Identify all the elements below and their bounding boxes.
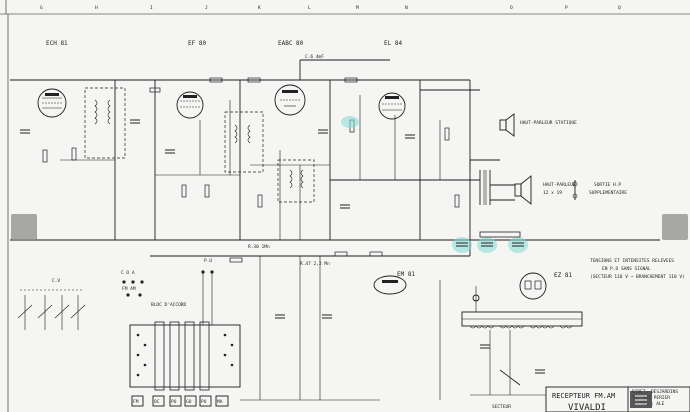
resistor-r30-label: R.30 1Mn — [248, 244, 270, 250]
tube-ez81 — [519, 272, 547, 300]
speaker-statique — [499, 113, 515, 137]
grid-letter: K — [258, 5, 261, 11]
cv-label: C.V — [52, 278, 60, 284]
grid-letter: M — [356, 5, 359, 11]
next-image-button[interactable] — [662, 214, 688, 240]
sortie-supp-label: SUPPLEMENTAIRE — [589, 190, 627, 196]
svg-text:GO: GO — [186, 399, 192, 405]
tube-em81 — [373, 275, 407, 295]
note-line-3: (SECTEUR 110 V ~ BRANCHEMENT 110 V) — [590, 274, 685, 280]
band-button-ma[interactable]: MA — [215, 395, 229, 407]
band-button-oc[interactable]: OC — [152, 395, 165, 407]
tube-ech81 — [37, 88, 67, 118]
tube-ef80 — [176, 91, 204, 119]
tube-el84 — [378, 92, 406, 120]
band-button-pu[interactable]: PU — [199, 395, 212, 407]
svg-text:PO: PO — [171, 399, 177, 405]
grid-letter: L — [308, 5, 311, 11]
grid-letter: P — [565, 5, 568, 11]
svg-text:FM: FM — [133, 399, 139, 405]
prev-image-button[interactable] — [11, 214, 37, 240]
tube-label-el84: EL 84 — [384, 40, 402, 47]
tube-eabc80 — [274, 84, 306, 116]
tube-label-em81: EM 81 — [397, 271, 415, 278]
maker-name: RIBET, DESJARDINS — [632, 389, 678, 395]
svg-text:OC: OC — [154, 399, 160, 405]
tube-label-ef80: EF 80 — [188, 40, 206, 47]
band-button-go[interactable]: GO — [184, 395, 197, 407]
grid-letter: N — [405, 5, 408, 11]
grid-letter: Q — [618, 5, 621, 11]
fmam-label: FM AM — [122, 286, 136, 292]
grid-letter: I — [150, 5, 153, 11]
bands-label: C O A — [121, 270, 135, 276]
grid-letter: O — [510, 5, 513, 11]
speaker-size-label: 12 x 19 — [543, 190, 562, 196]
speaker-statique-label: HAUT-PARLEUR STATIQUE — [520, 120, 577, 126]
grid-letter: G — [40, 5, 43, 11]
band-button-fm[interactable]: FM — [131, 395, 144, 407]
resistor-r47-label: R.47 2,2 Mn — [300, 261, 330, 267]
bloc-label: BLOC D'ACCORD — [151, 302, 187, 308]
capacitor-c6-label: C.6 4mF — [305, 54, 324, 60]
note-line-1: TENSIONS ET INTENSITES RELEVEES — [590, 258, 674, 264]
chevron-right-icon — [662, 214, 688, 240]
title-block-model: VIVALDI — [568, 403, 606, 412]
title-block-title: RECEPTEUR FM.AM — [552, 392, 615, 400]
maker-phone: TEL : ALE — [640, 401, 665, 407]
chevron-left-icon — [11, 214, 37, 240]
tube-label-eabc80: EABC 80 — [278, 40, 304, 47]
band-button-po[interactable]: PO — [169, 395, 182, 407]
pu-label: P.U — [204, 258, 212, 264]
grid-letter: H — [95, 5, 98, 11]
svg-text:MA: MA — [217, 399, 223, 405]
tube-label-ez81: EZ 81 — [554, 272, 572, 279]
speaker-main-label: HAUT-PARLEUR — [543, 182, 576, 188]
grid-letter: J — [205, 5, 208, 11]
svg-text:PU: PU — [201, 399, 207, 405]
scroll-tab-overlay[interactable] — [630, 391, 652, 408]
secteur-label: SECTEUR — [492, 404, 511, 410]
note-line-2: EN P.O SANS SIGNAL — [602, 266, 651, 272]
speaker-main — [514, 175, 532, 205]
tube-label-ech81: ECH 81 — [46, 40, 68, 47]
sortie-label: SORTIE H.P — [594, 182, 621, 188]
